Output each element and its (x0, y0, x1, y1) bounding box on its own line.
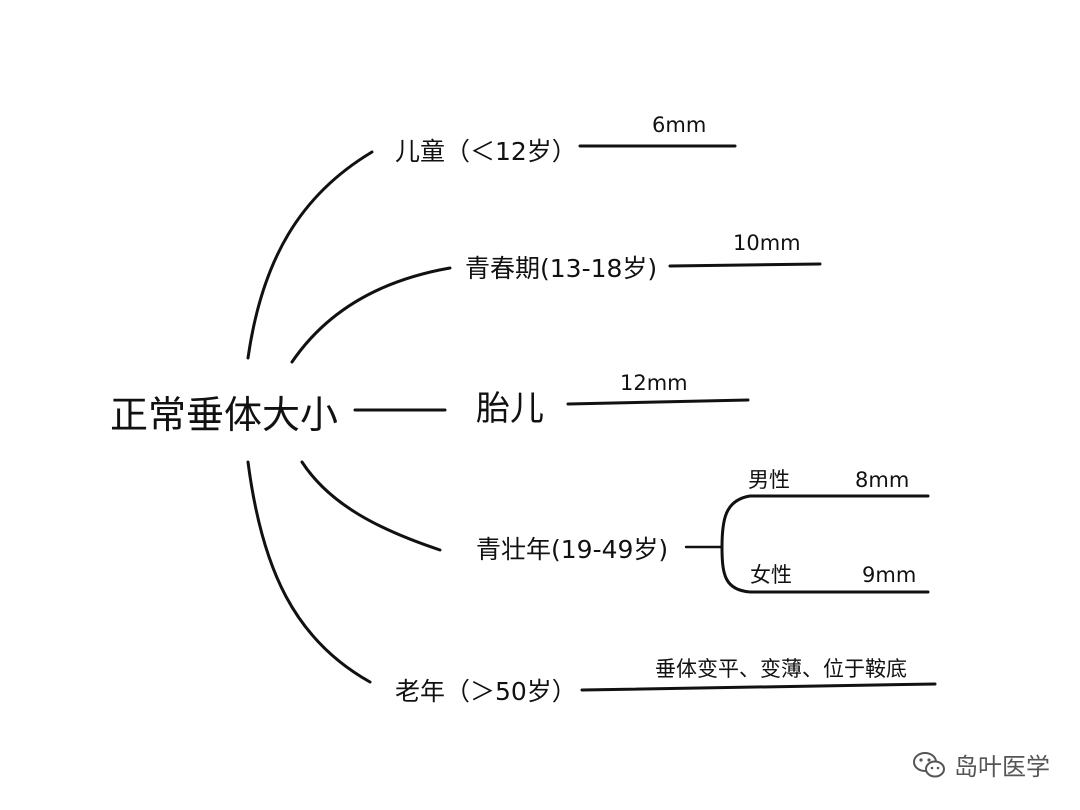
branch-adult-label: 青壮年(19-49岁) (476, 535, 668, 564)
branch-puberty-label: 青春期(13-18岁) (465, 254, 657, 283)
branch-child-value: 6mm (652, 113, 706, 137)
connector-adult-male (720, 494, 930, 549)
connector-root-puberty (290, 266, 452, 364)
watermark: 岛叶医学 (912, 747, 1050, 782)
connector-root-child (246, 150, 374, 360)
branch-fetus-label: 胎儿 (476, 389, 544, 429)
branch-fetus-value: 12mm (620, 371, 688, 395)
connector-root-elderly (246, 460, 372, 684)
branch-child-label: 儿童（＜12岁） (395, 137, 577, 166)
leaf-female-value: 9mm (862, 563, 916, 587)
branch-fetus-line (566, 398, 750, 406)
leaf-female-label: 女性 (750, 563, 792, 587)
watermark-text: 岛叶医学 (954, 753, 1050, 781)
branch-elderly-value: 垂体变平、变薄、位于鞍底 (655, 657, 907, 681)
branch-elderly-line (580, 682, 937, 692)
wechat-icon (912, 750, 946, 780)
branch-puberty-line (668, 262, 822, 268)
leaf-male-value: 8mm (855, 468, 909, 492)
branch-elderly-label: 老年（＞50岁） (395, 677, 577, 706)
leaf-male-label: 男性 (748, 468, 790, 492)
root-node-label: 正常垂体大小 (110, 393, 338, 437)
branch-puberty-value: 10mm (733, 231, 801, 255)
connector-adult-female (720, 545, 930, 594)
connector-root-adult (300, 460, 442, 552)
